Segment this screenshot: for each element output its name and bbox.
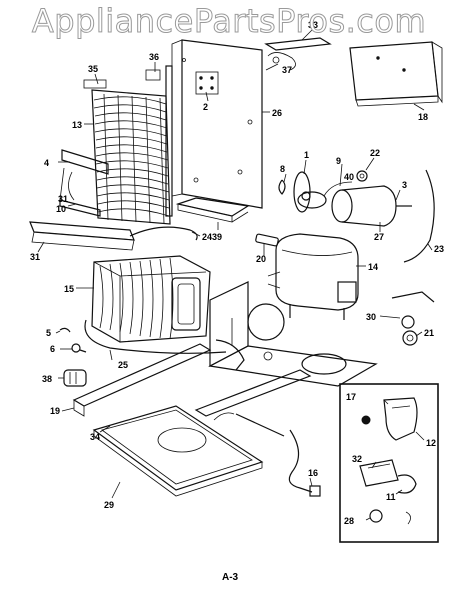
callout-30: 30: [366, 312, 376, 322]
callout-31: 31: [58, 194, 68, 204]
tubing: [84, 319, 227, 354]
control-cover: [349, 41, 443, 107]
callout-1: 1: [304, 150, 309, 160]
callout-20: 20: [256, 254, 266, 264]
callout-39: 39: [212, 232, 222, 242]
callout-15: 15: [64, 284, 74, 294]
callout-18: 18: [418, 112, 428, 122]
callout-19: 19: [50, 406, 60, 416]
callout-38: 38: [42, 374, 52, 384]
callout-23: 23: [434, 244, 444, 254]
callout-27: 27: [374, 232, 384, 242]
compressor: [267, 233, 359, 320]
callout-3: 3: [402, 180, 407, 190]
back-panel: [171, 39, 263, 209]
callout-24: 24: [202, 232, 212, 242]
callout-40: 40: [344, 172, 354, 182]
callout-6: 6: [50, 344, 55, 354]
callout-9: 9: [336, 156, 341, 166]
overload-parts: [391, 291, 435, 346]
callout-11: 11: [386, 492, 396, 502]
heater-assembly: [29, 221, 198, 251]
callout-29: 29: [104, 500, 114, 510]
power-cord: [288, 429, 321, 497]
inset-box: [339, 383, 439, 543]
condenser-coil: [83, 65, 173, 225]
wire-23: [403, 169, 435, 263]
drain-pan: [92, 405, 264, 497]
callout-21: 21: [424, 328, 434, 338]
evaporator-coil: [91, 255, 211, 343]
callout-25: 25: [118, 360, 128, 370]
callout-12: 12: [426, 438, 436, 448]
leader-lines: [37, 29, 433, 521]
fan-blade: [278, 171, 327, 213]
callout-4: 4: [44, 158, 49, 168]
base-frame: [208, 281, 378, 387]
callout-10: 10: [56, 204, 66, 214]
callout-28: 28: [344, 516, 354, 526]
relay: [255, 233, 279, 247]
callout-31-lower: 31: [30, 252, 40, 262]
coil-bracket: [59, 149, 109, 217]
callout-13: 13: [72, 120, 82, 130]
callout-labels: 35 36 2 33 37 18 26 13 4 31 10 24 39 31 …: [30, 20, 444, 526]
callout-2: 2: [203, 102, 208, 112]
small-clip-parts: [59, 327, 87, 387]
callout-37: 37: [282, 65, 292, 75]
callout-17: 17: [346, 392, 356, 402]
drain-trough: [175, 197, 250, 223]
callout-34: 34: [90, 432, 100, 442]
callout-26: 26: [272, 108, 282, 118]
callout-16: 16: [308, 468, 318, 478]
callout-33: 33: [308, 20, 318, 30]
callout-32: 32: [352, 454, 362, 464]
callout-14: 14: [368, 262, 378, 272]
callout-36: 36: [149, 52, 159, 62]
fan-motor: [323, 170, 412, 227]
callout-5: 5: [46, 328, 51, 338]
page-label: A-3: [222, 572, 239, 583]
callout-35: 35: [88, 64, 98, 74]
callout-8: 8: [280, 164, 285, 174]
support-rails: [72, 343, 312, 437]
callout-22: 22: [370, 148, 380, 158]
